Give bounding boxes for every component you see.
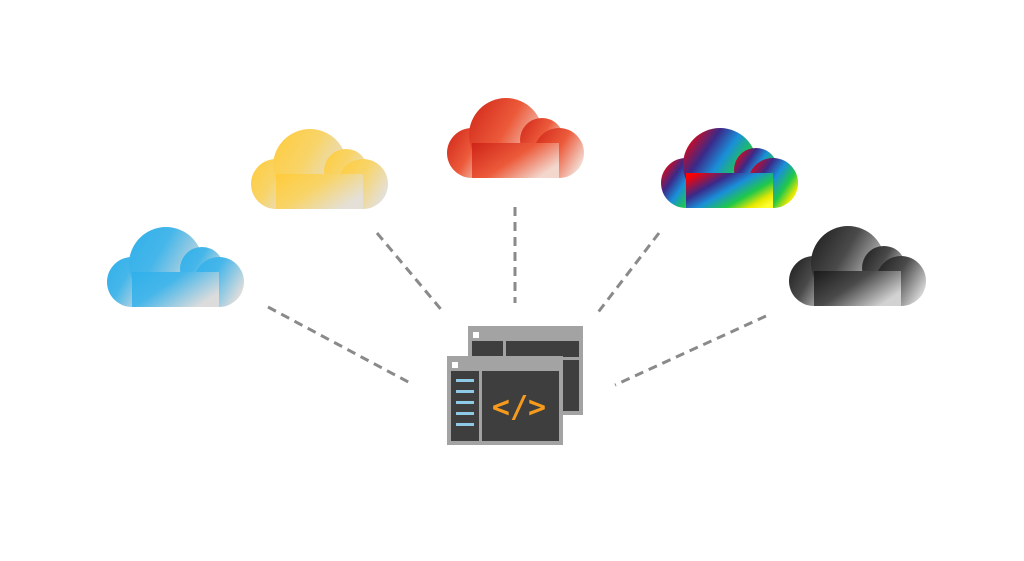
connector-blue <box>267 305 413 386</box>
code-window-icon: </> <box>447 326 583 445</box>
cloud-rainbow-icon <box>661 128 798 208</box>
front-window: </> <box>447 356 563 445</box>
cloud-blue-icon <box>107 227 244 307</box>
cloud-yellow-icon <box>251 129 388 209</box>
code-symbol: </> <box>492 390 546 425</box>
connector-black <box>614 314 767 387</box>
connectors <box>267 207 767 387</box>
cloud-black-icon <box>789 226 926 306</box>
connector-rainbow <box>594 232 661 316</box>
connector-yellow <box>375 232 446 314</box>
sidebar-lines <box>456 379 474 426</box>
cloud-red-icon <box>447 98 584 178</box>
